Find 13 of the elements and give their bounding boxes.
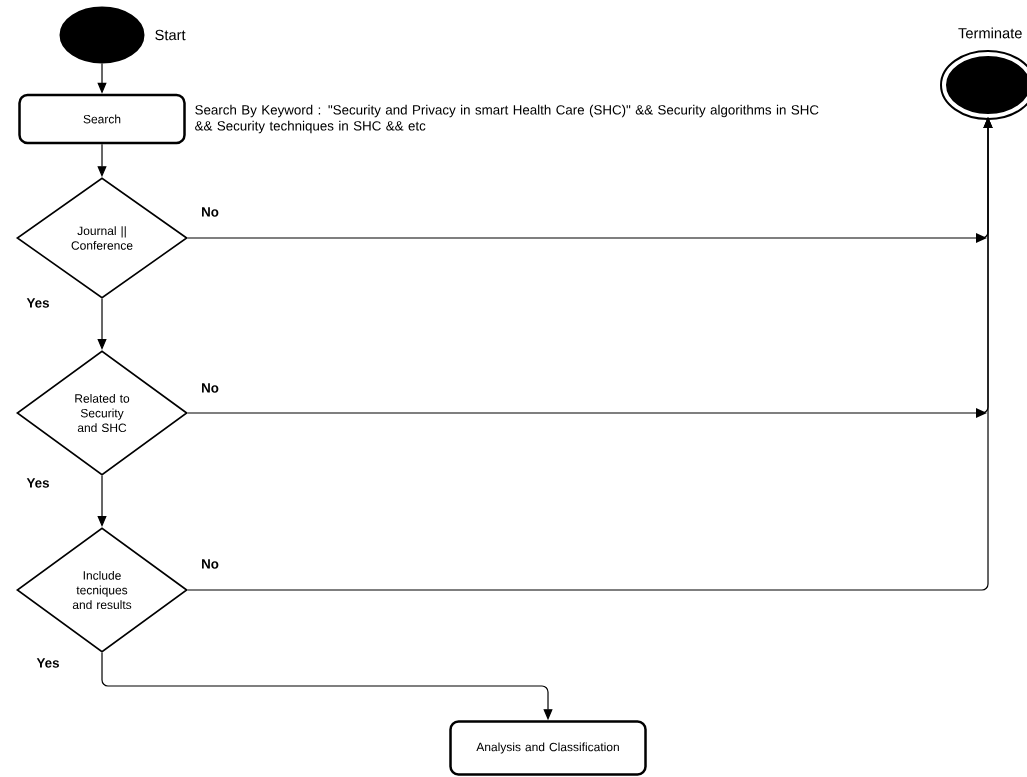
edge-label: Yes [35,657,61,669]
edge-label: No [199,382,221,394]
edge-label: Yes [25,477,51,489]
end-circle [940,50,1027,120]
node-caption: Start [155,29,186,41]
edge-label: No [199,558,221,570]
node-caption: Search By Keyword : "Security and Privacy in smart Health Care (SHC)" && Security algorithms in SHC && Security techniques in SHC && etc [195,104,819,134]
process-box: Analysis and Classification [449,720,647,776]
edge-label: No [199,206,221,218]
process-box: Search [18,93,186,145]
node-caption: Terminate [958,27,1022,39]
edge-label: Yes [25,297,51,309]
start-circle [59,6,145,64]
